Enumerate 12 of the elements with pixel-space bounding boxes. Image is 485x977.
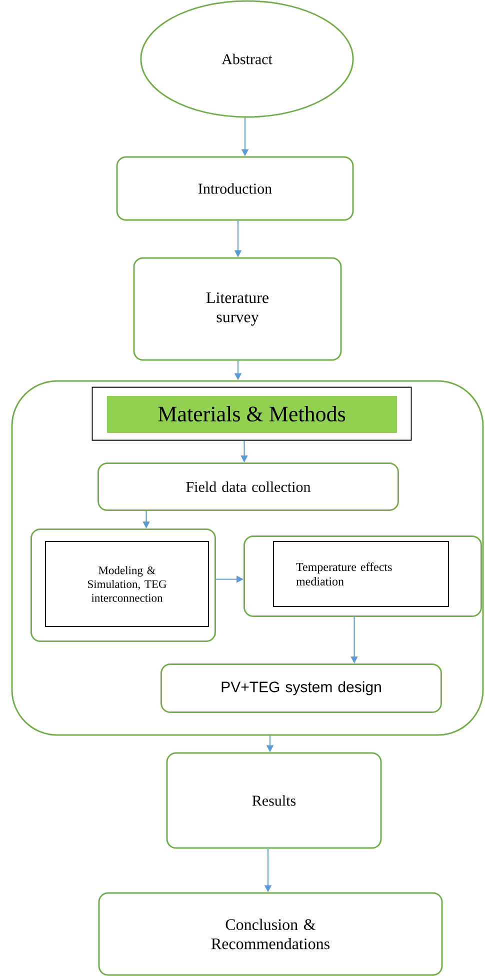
text-box: Modeling & Simulation, TEG interconnection [45, 541, 209, 627]
process-box: Introduction [116, 156, 354, 221]
process-box: Conclusion & Recommendations [98, 892, 443, 976]
process-box [244, 536, 482, 617]
heading-box: Materials & Methods [92, 386, 412, 441]
process-box: Results [166, 752, 382, 849]
text-box: Temperature effects mediation [273, 541, 449, 607]
process-box: Literature survey [133, 257, 342, 361]
process-box: Field data collection [98, 462, 399, 511]
group-box [11, 380, 484, 736]
process-box: PV+TEG system design [160, 664, 442, 713]
process-box [30, 528, 216, 642]
